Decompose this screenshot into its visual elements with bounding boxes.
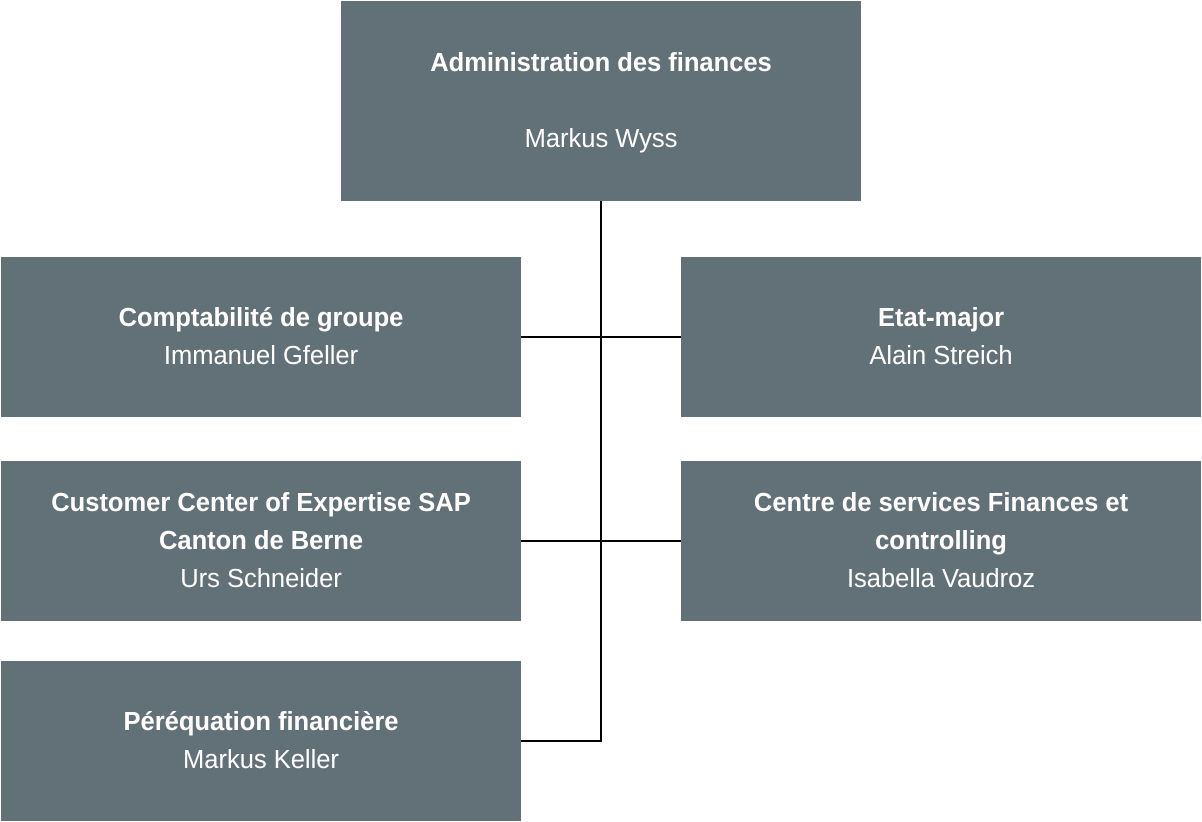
org-box-person: Markus Keller [183, 746, 339, 774]
connector-perequation [520, 740, 602, 742]
org-box-title: Comptabilité de groupe [118, 304, 404, 332]
org-box-person: Immanuel Gfeller [163, 342, 359, 370]
org-box-title: Centre de services Finances et controlli… [753, 489, 1129, 555]
org-box-person: Urs Schneider [180, 565, 342, 593]
connector-trunk [600, 200, 602, 741]
connector-etat-major [600, 336, 682, 338]
org-box-person: Alain Streich [869, 342, 1013, 370]
connector-centre-services [600, 540, 682, 542]
org-box-person: Markus Wyss [524, 125, 678, 153]
org-box-person: Isabella Vaudroz [846, 565, 1036, 593]
org-box-centre-de-services-finances-et-controlling: Centre de services Finances et controlli… [681, 461, 1201, 621]
org-box-title: Péréquation financière [123, 708, 399, 736]
connector-comptabilite [520, 336, 602, 338]
org-box-comptabilite-de-groupe: Comptabilité de groupe Immanuel Gfeller [1, 257, 521, 417]
connector-ccoe-sap [520, 540, 602, 542]
org-box-etat-major: Etat-major Alain Streich [681, 257, 1201, 417]
org-box-title: Etat-major [877, 304, 1005, 332]
org-box-customer-center-of-expertise-sap: Customer Center of Expertise SAP Canton … [1, 461, 521, 621]
org-box-title: Administration des finances [430, 49, 772, 77]
org-box-perequation-financiere: Péréquation financière Markus Keller [1, 661, 521, 821]
org-box-administration-des-finances: Administration des finances Markus Wyss [341, 1, 861, 201]
org-box-title: Customer Center of Expertise SAP Canton … [51, 489, 471, 555]
